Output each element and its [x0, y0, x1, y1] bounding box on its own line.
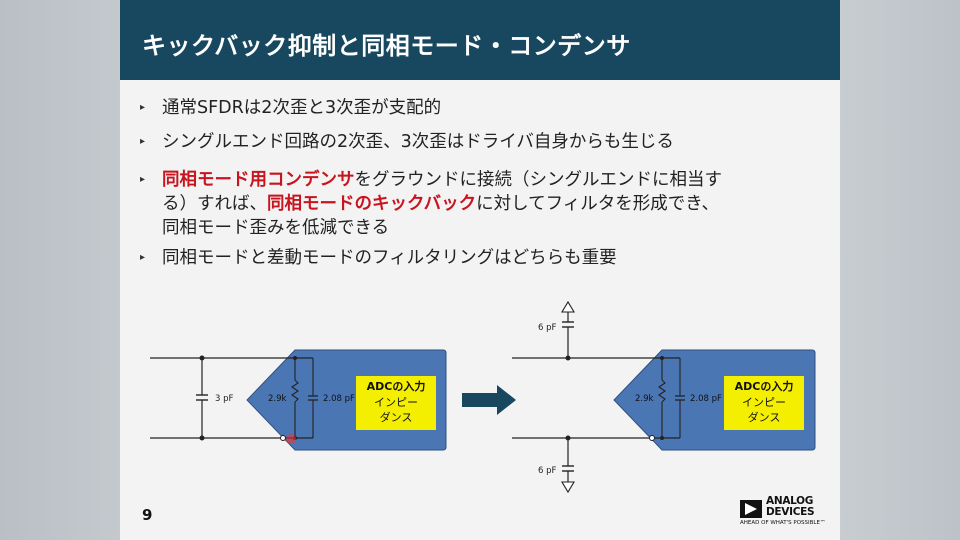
- ground-icon: [561, 481, 575, 494]
- cap2-label: 2.08 pF: [690, 394, 722, 404]
- bullet-line-2: る）すれば、同相モードのキックバックに対してフィルタを形成でき、: [162, 192, 719, 216]
- bullet-text: 通常SFDRは2次歪と3次歪が支配的: [162, 98, 442, 118]
- bullet-marker-icon: ▸: [140, 136, 146, 147]
- adc-label-line2: インピー: [374, 396, 418, 409]
- analog-devices-logo: ANALOG DEVICES AHEAD OF WHAT'S POSSIBLE™: [740, 496, 830, 532]
- highlight-text: 同相モード用コンデンサ: [162, 170, 355, 190]
- logo-triangle-icon: [740, 500, 762, 518]
- adc-label-line3: ダンス: [380, 410, 413, 424]
- body-text: る）すれば、: [162, 194, 267, 214]
- cap-bottom-label: 6 pF: [538, 466, 557, 476]
- bullet-marker-icon: ▸: [140, 174, 146, 185]
- ground-icon: [561, 300, 575, 313]
- adc-label-line3: ダンス: [748, 410, 781, 424]
- right-circuit: 6 pF 6 pF 2.9k 2.08 pF ADCの入力: [512, 300, 816, 494]
- resistor-icon: [658, 379, 666, 403]
- cap-label: 3 pF: [215, 394, 234, 404]
- bullet-text: シングルエンド回路の2次歪、3次歪はドライバ自身からも生じる: [162, 132, 674, 152]
- left-circuit: 3 pF 2.9k 2.08 pF ADCの入力 インピー ダンス: [150, 349, 447, 451]
- logo-line1: ANALOG: [766, 495, 814, 507]
- logo-line2: DEVICES: [766, 506, 815, 518]
- highlight-text: 同相モードのキックバック: [267, 194, 477, 214]
- title-bar: キックバック抑制と同相モード・コンデンサ: [120, 0, 840, 80]
- arrow-icon: [462, 385, 516, 415]
- bullet-text: 同相モードと差動モードのフィルタリングはどちらも重要: [162, 248, 617, 268]
- body-text: をグラウンドに接続（シングルエンドに相当す: [354, 170, 723, 190]
- cap-top-label: 6 pF: [538, 323, 557, 333]
- laser-pointer-dot: [286, 434, 296, 444]
- slide-title: キックバック抑制と同相モード・コンデンサ: [142, 32, 631, 60]
- resistor-label: 2.9k: [635, 394, 654, 404]
- adc-label-box: [724, 376, 804, 430]
- bullet-line-3: 同相モード歪みを低減できる: [162, 216, 389, 240]
- body-text: 同相モード歪みを低減できる: [162, 218, 390, 238]
- bullet-marker-icon: ▸: [140, 102, 146, 113]
- bullet-marker-icon: ▸: [140, 252, 146, 263]
- adc-label-line2: インピー: [742, 396, 786, 409]
- page-number: 9: [142, 506, 153, 524]
- resistor-icon: [291, 379, 299, 403]
- cap2-label: 2.08 pF: [323, 394, 355, 404]
- logo-tagline: AHEAD OF WHAT'S POSSIBLE™: [740, 520, 826, 526]
- adc-label-box: [356, 376, 436, 430]
- bullet-line-1: 同相モード用コンデンサをグラウンドに接続（シングルエンドに相当す: [162, 168, 722, 192]
- adc-label-line1: ADCの入力: [735, 379, 794, 393]
- adc-label-line1: ADCの入力: [367, 379, 426, 393]
- circuit-diagrams: 3 pF 2.9k 2.08 pF ADCの入力 インピー ダンス: [150, 300, 816, 494]
- resistor-label: 2.9k: [268, 394, 287, 404]
- body-text: に対してフィルタを形成でき、: [476, 194, 720, 214]
- presentation-slide: キックバック抑制と同相モード・コンデンサ ▸ 通常SFDRは2次歪と3次歪が支配…: [120, 0, 840, 540]
